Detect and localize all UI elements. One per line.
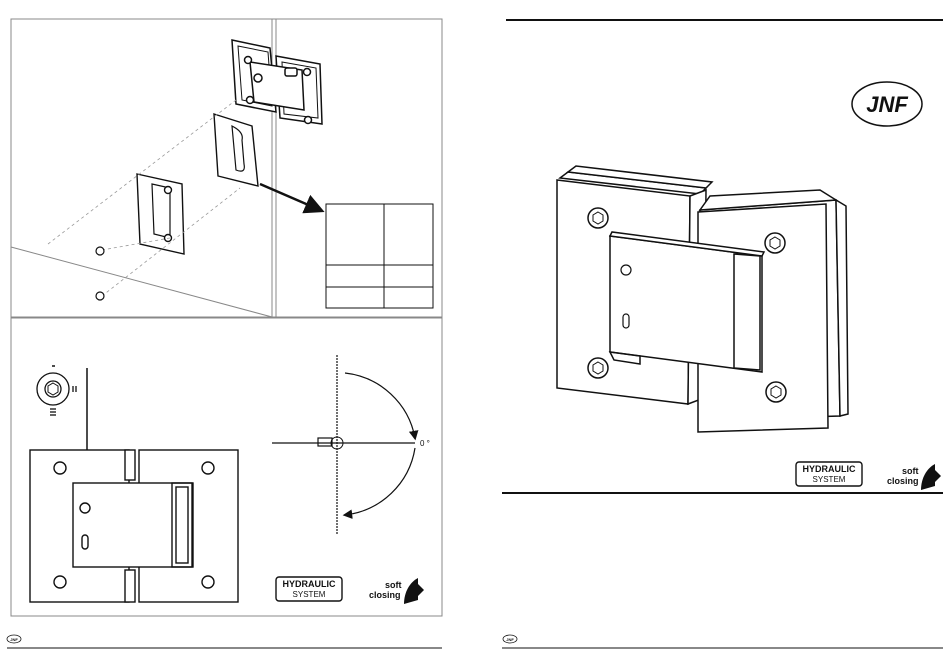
adjustment-screw-icon [37,366,76,415]
spec-table [326,204,433,308]
footer-logo-right: JNF [503,635,517,643]
svg-text:JNF: JNF [866,92,908,117]
feather-icon [921,464,935,490]
right-page: JNF [502,20,943,648]
footer-logo-left: JNF [7,635,21,643]
svg-text:JNF: JNF [506,637,514,642]
svg-text:soft: soft [902,466,919,476]
hinge-illustration [557,166,848,432]
soft-closing-badge: soft closing [369,578,424,604]
svg-text:closing: closing [369,590,401,600]
gasket-part [214,114,258,186]
hinge-front-view [30,450,238,602]
feather-icon [404,578,418,604]
hinge-exploded-assembly [232,40,322,124]
screw-icon [96,247,104,300]
svg-text:closing: closing [887,476,919,486]
rotation-diagram [272,355,415,535]
brand-logo: JNF [852,82,922,126]
svg-text:SYSTEM: SYSTEM [813,475,846,484]
svg-text:JNF: JNF [10,637,18,642]
zero-degree-label: 0 ° [420,439,430,448]
svg-text:HYDRAULIC: HYDRAULIC [283,579,336,589]
callout-arrow [260,184,320,210]
svg-text:SYSTEM: SYSTEM [293,590,326,599]
hydraulic-system-badge-right: HYDRAULIC SYSTEM [796,462,862,486]
left-page: 0 ° HYDRAULIC SYSTEM soft closing JNF [7,19,442,648]
svg-text:HYDRAULIC: HYDRAULIC [803,464,856,474]
soft-closing-badge-right: soft closing [887,464,941,490]
back-plate [137,174,184,254]
svg-text:soft: soft [385,580,402,590]
hydraulic-system-badge: HYDRAULIC SYSTEM [276,577,342,601]
floor-line [11,247,272,317]
